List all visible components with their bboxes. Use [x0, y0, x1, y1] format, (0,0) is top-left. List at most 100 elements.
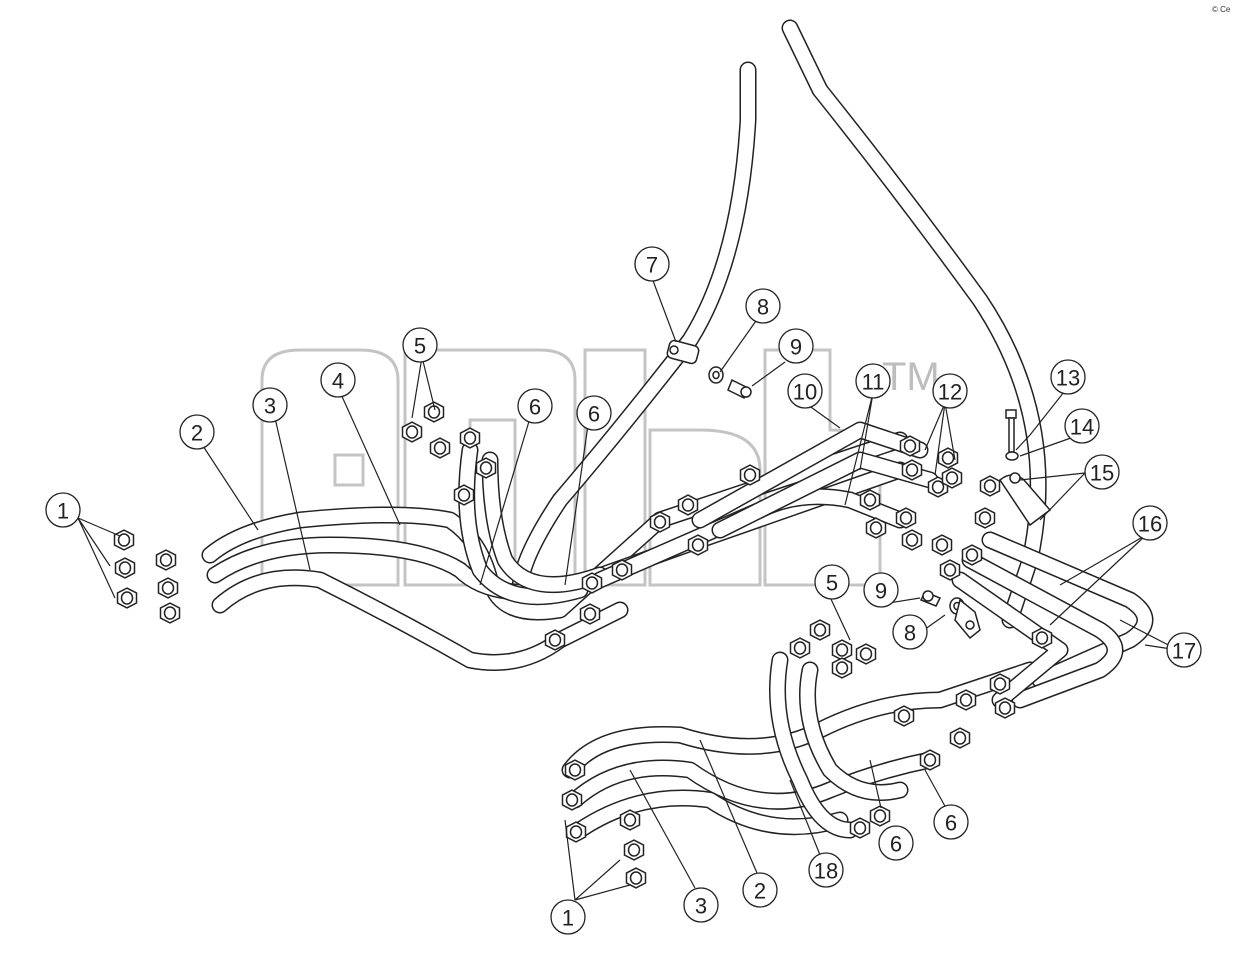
callout-c2b: 2 — [742, 872, 778, 908]
callout-label: 5 — [414, 334, 426, 359]
fitting-nut-19 — [687, 534, 709, 556]
fitting-nut-46 — [893, 705, 915, 727]
callout-label: 8 — [904, 621, 916, 646]
fitting-nut-37 — [831, 657, 853, 679]
callout-circle — [252, 387, 288, 423]
callout-c12: 12 — [932, 373, 968, 409]
callout-c10: 10 — [787, 373, 823, 409]
callout-c17: 17 — [1166, 632, 1202, 668]
callout-c6a: 6 — [517, 388, 553, 424]
leader-lines — [77, 277, 1179, 901]
fitting-nut-49 — [989, 673, 1011, 695]
callout-label: 3 — [695, 894, 707, 919]
callout-label: 1 — [562, 906, 574, 931]
callout-circle — [808, 852, 844, 888]
fitting-nut-35 — [809, 619, 831, 641]
callout-circle — [1084, 454, 1120, 490]
callout-circle — [402, 327, 438, 363]
fitting-nut-52 — [869, 805, 891, 827]
callout-circle — [45, 492, 81, 528]
fitting-nut-54 — [1031, 627, 1053, 649]
callout-label: 6 — [945, 811, 957, 836]
corner-mark: © Сe — [1212, 5, 1231, 14]
fittings — [113, 401, 1053, 889]
fitting-nut-44 — [623, 839, 645, 861]
callout-c9a: 9 — [778, 328, 814, 364]
bolt-9-top — [727, 378, 752, 400]
watermark-letter-a-counter — [333, 453, 365, 487]
fitting-nut-7 — [401, 421, 423, 443]
fitting-nut-10 — [459, 427, 481, 449]
fitting-nut-28 — [901, 529, 923, 551]
callout-circle — [814, 564, 850, 600]
callout-label: 17 — [1172, 639, 1196, 664]
fitting-nut-30 — [979, 475, 1001, 497]
fitting-nut-20 — [739, 464, 761, 486]
callout-label: 3 — [264, 394, 276, 419]
fitting-nut-29 — [941, 467, 963, 489]
callout-circle — [863, 572, 899, 608]
callout-c6c: 6 — [933, 804, 969, 840]
fitting-nut-9 — [429, 437, 451, 459]
callout-c3b: 3 — [683, 887, 719, 923]
callout-c9b: 9 — [863, 572, 899, 608]
callout-label: 13 — [1056, 366, 1080, 391]
callout-label: 6 — [529, 395, 541, 420]
callout-label: 9 — [875, 579, 887, 604]
callout-c15: 15 — [1084, 454, 1120, 490]
fitting-nut-51 — [849, 817, 871, 839]
callout-circle — [787, 373, 823, 409]
fitting-nut-42 — [565, 821, 587, 843]
washer-8-top — [708, 366, 724, 384]
callout-label: 15 — [1090, 461, 1114, 486]
fitting-nut-22 — [901, 459, 923, 481]
hoses — [201, 19, 1154, 839]
fitting-nut-39 — [789, 637, 811, 659]
watermark-letter-a — [260, 348, 400, 587]
fitting-nut-16 — [581, 572, 603, 594]
callout-c11: 11 — [855, 363, 891, 399]
callout-label: 6 — [588, 402, 600, 427]
callout-circle — [683, 887, 719, 923]
callout-c3a: 3 — [252, 387, 288, 423]
callout-label: 6 — [890, 832, 902, 857]
callout-c13: 13 — [1050, 359, 1086, 395]
bracket-8-plate — [954, 598, 981, 640]
callout-circle — [892, 614, 928, 650]
callout-label: 18 — [814, 859, 838, 884]
fitting-nut-47 — [949, 727, 971, 749]
callout-circle — [1050, 359, 1086, 395]
fitting-nut-3 — [116, 587, 138, 609]
callout-label: 14 — [1070, 415, 1094, 440]
fitting-nut-53 — [919, 749, 941, 771]
callout-c8a: 8 — [745, 288, 781, 324]
bolt-9-bottom — [919, 590, 942, 607]
callout-circle — [778, 328, 814, 364]
callout-circle — [745, 288, 781, 324]
fitting-nut-5 — [157, 577, 179, 599]
fitting-nut-18 — [579, 603, 601, 625]
fitting-nut-33 — [961, 544, 983, 566]
callout-c2a: 2 — [179, 414, 215, 450]
callout-label: 2 — [754, 879, 766, 904]
fitting-nut-38 — [855, 643, 877, 665]
callout-label: 9 — [790, 335, 802, 360]
callout-c6b: 6 — [576, 395, 612, 431]
callout-label: 1 — [57, 499, 69, 524]
callout-circle — [933, 804, 969, 840]
callout-circle — [576, 395, 612, 431]
callout-c16: 16 — [1132, 505, 1168, 541]
fitting-nut-50 — [994, 697, 1016, 719]
clamp-7 — [666, 339, 700, 365]
bracket-15 — [999, 472, 1052, 527]
fitting-nut-4 — [155, 549, 177, 571]
fitting-nut-27 — [895, 507, 917, 529]
callout-label: 12 — [938, 380, 962, 405]
callout-label: 5 — [826, 571, 838, 596]
callout-circle — [855, 363, 891, 399]
callout-circle — [1064, 408, 1100, 444]
fitting-nut-40 — [564, 759, 586, 781]
fitting-nut-15 — [611, 559, 633, 581]
washer-14 — [1005, 451, 1019, 461]
